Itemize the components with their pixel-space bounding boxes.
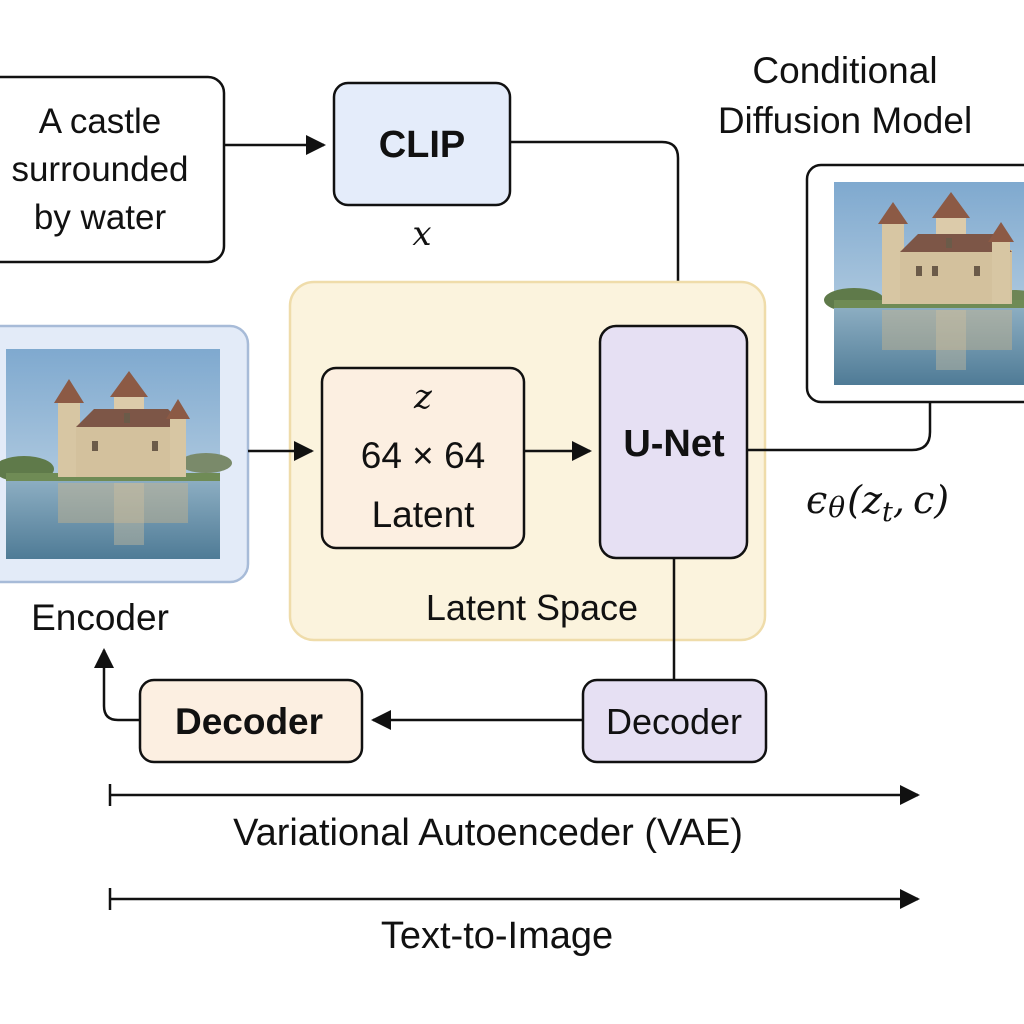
encoder-castle-image: [0, 349, 232, 559]
encoder-label: Encoder: [31, 597, 169, 638]
arrow-unet-to-output: [747, 402, 932, 452]
unet-label: U-Net: [623, 423, 725, 465]
clip-variable: x: [412, 214, 431, 254]
decoder-left-label: Decoder: [175, 701, 323, 742]
title-line-1: Conditional: [752, 50, 937, 91]
arrow-decoder-to-encoder: [94, 648, 140, 722]
output-castle-image: [824, 182, 1024, 385]
prompt-line-2: surrounded: [11, 150, 188, 189]
prompt-box: [0, 75, 226, 264]
arrow-clip-to-unet: [510, 140, 688, 318]
prompt-line-3: by water: [34, 198, 167, 237]
latent-label: Latent: [372, 494, 476, 535]
latent-size: 64 × 64: [361, 435, 485, 476]
latent-box: [320, 366, 526, 550]
decoder-right-label: Decoder: [606, 701, 742, 742]
noise-formula: ϵθ(zt,c): [806, 478, 949, 528]
clip-box: [332, 81, 512, 207]
vae-label: Variational Autoenceder (VAE): [233, 812, 743, 854]
prompt-line-1: A castle: [39, 102, 162, 141]
clip-label: CLIP: [379, 124, 466, 166]
title-line-2: Diffusion Model: [718, 100, 972, 141]
latent-space-label: Latent Space: [426, 587, 638, 628]
latent-variable: z: [413, 377, 433, 417]
t2i-label: Text-to-Image: [381, 915, 613, 957]
